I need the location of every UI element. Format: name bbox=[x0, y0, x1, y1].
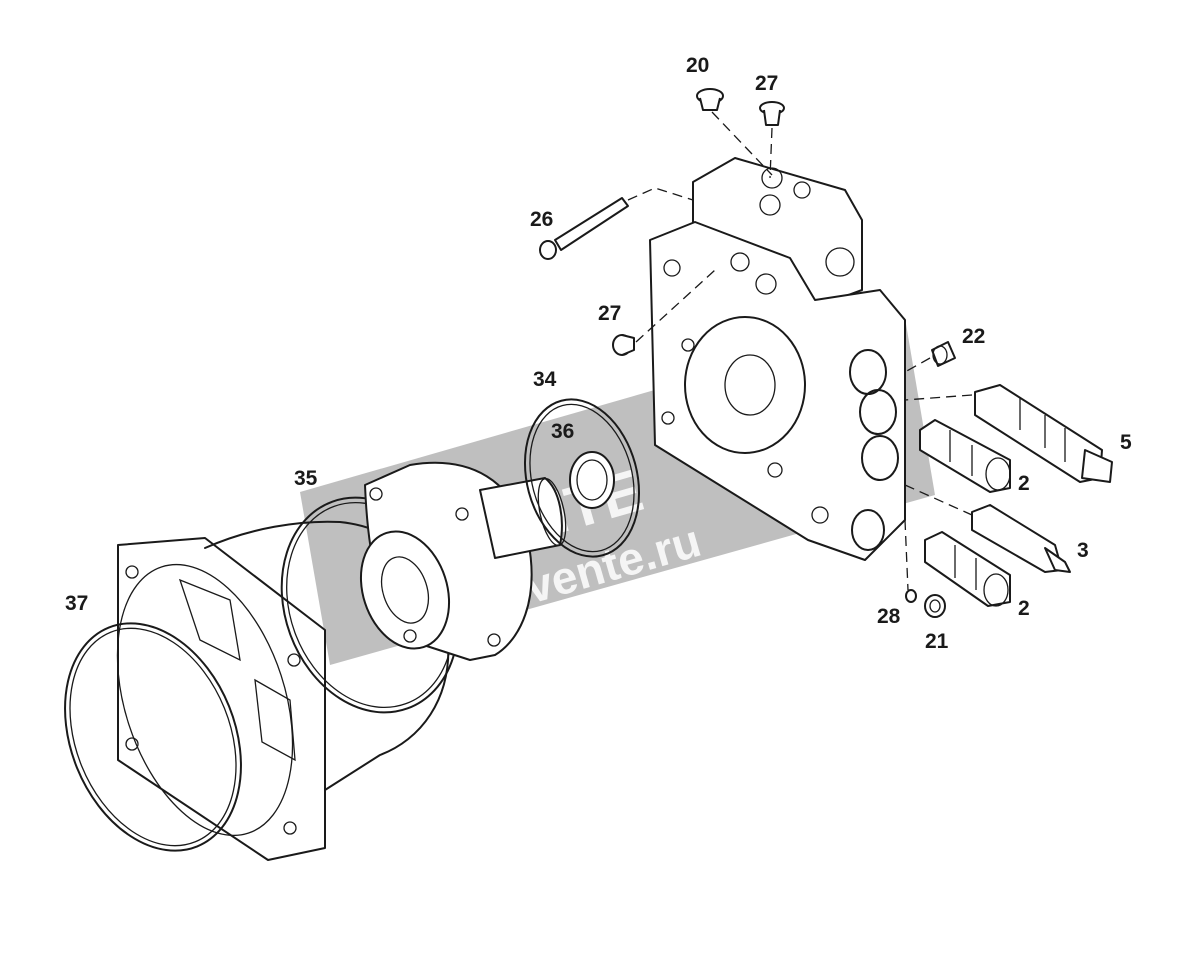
bearing-36 bbox=[569, 451, 615, 509]
plug-27-side bbox=[612, 334, 635, 356]
plug-22 bbox=[931, 341, 956, 367]
label-20: 20 bbox=[686, 54, 709, 77]
label-22: 22 bbox=[962, 325, 985, 348]
label-28: 28 bbox=[877, 605, 901, 628]
o-ring-37 bbox=[64, 622, 242, 852]
label-36: 36 bbox=[551, 420, 574, 443]
plug-28 bbox=[905, 589, 917, 603]
plug-21 bbox=[924, 594, 946, 618]
valve-block bbox=[649, 157, 906, 561]
cartridge-3 bbox=[971, 504, 1071, 573]
plug-20 bbox=[696, 88, 724, 111]
label-27-top: 27 bbox=[755, 72, 778, 95]
label-35: 35 bbox=[294, 467, 318, 490]
label-27-side: 27 bbox=[598, 302, 621, 325]
label-21: 21 bbox=[925, 630, 949, 653]
cartridge-2-upper bbox=[919, 419, 1011, 493]
label-2-upper: 2 bbox=[1018, 472, 1030, 495]
cartridge-2-lower bbox=[924, 531, 1011, 607]
label-26: 26 bbox=[530, 208, 553, 231]
label-2-lower: 2 bbox=[1018, 597, 1030, 620]
plug-27-top bbox=[759, 101, 785, 126]
motor-housing bbox=[116, 520, 450, 861]
label-34: 34 bbox=[533, 368, 557, 391]
label-3: 3 bbox=[1077, 539, 1089, 562]
valve-5 bbox=[974, 384, 1113, 483]
bolt-26 bbox=[539, 197, 629, 260]
label-5: 5 bbox=[1120, 431, 1132, 454]
rotating-group bbox=[359, 461, 567, 661]
label-37: 37 bbox=[65, 592, 88, 615]
seal-34 bbox=[523, 398, 641, 558]
